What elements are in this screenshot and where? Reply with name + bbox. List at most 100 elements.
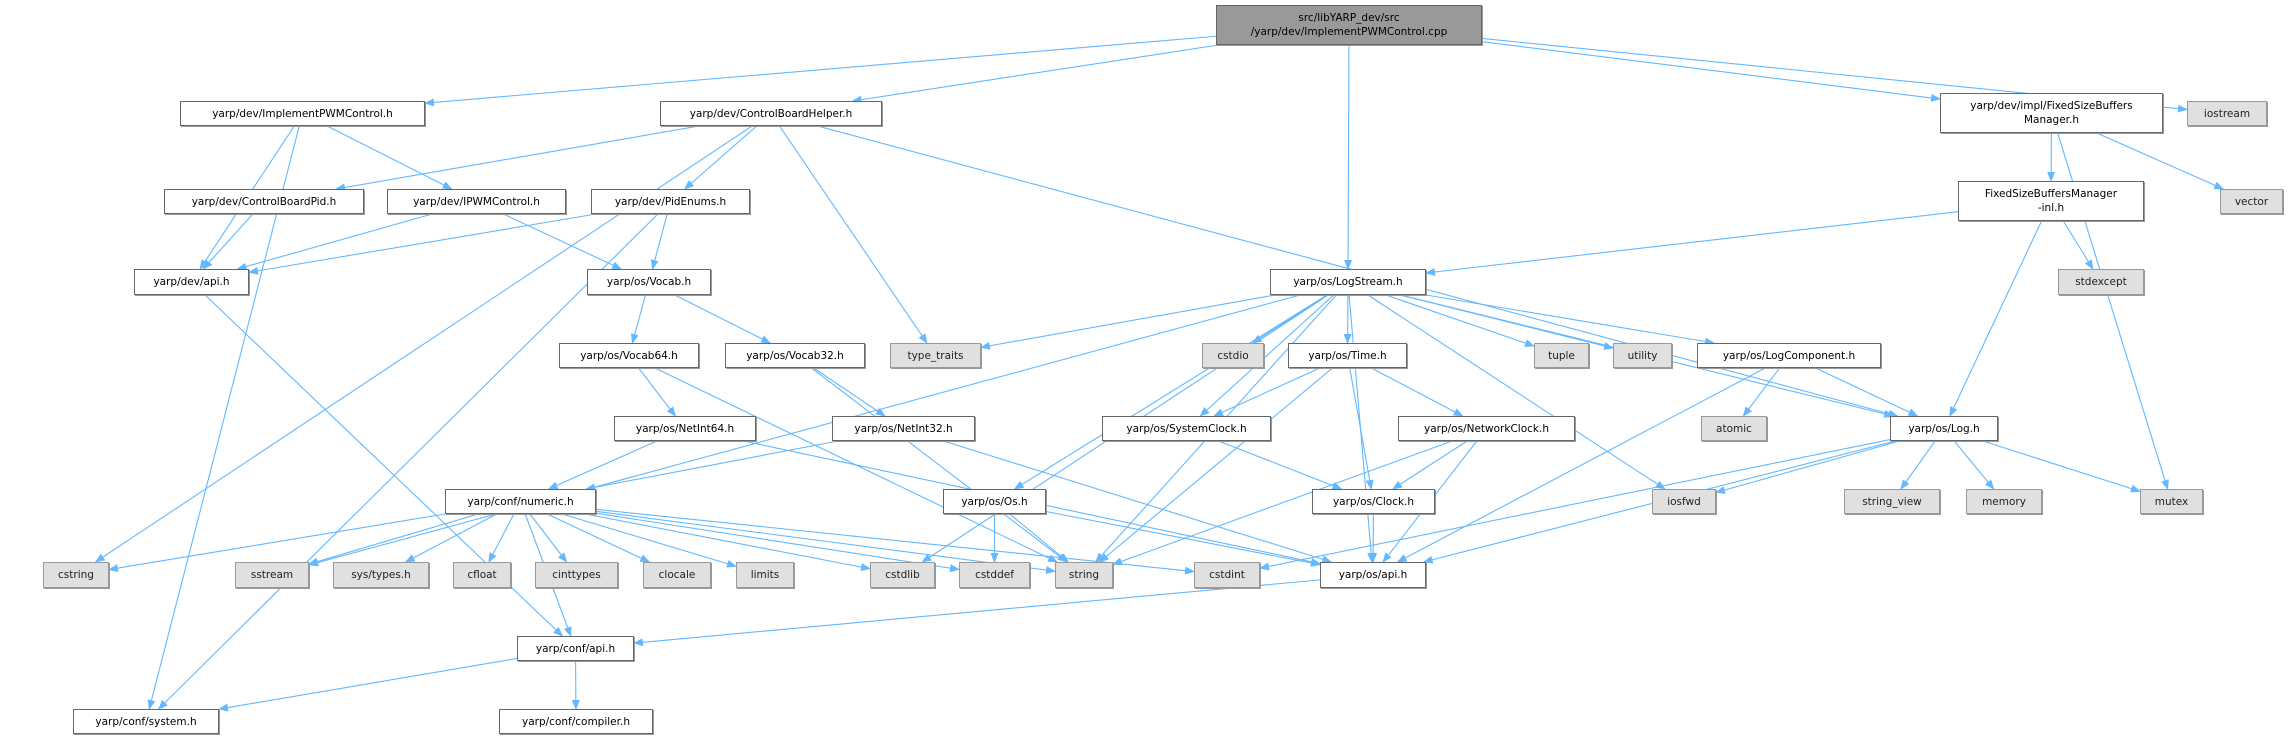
graph-node-clocale: clocale [643,562,711,588]
edge-netclock-to-clock [1392,440,1468,490]
edge-netint32-to-numeric [585,440,839,492]
graph-node-stdexcept: stdexcept [2058,269,2144,295]
edge-cbhelper-to-type_traits [779,125,928,344]
graph-node-string_view: string_view [1844,489,1940,514]
graph-node-sysclock[interactable]: yarp/os/SystemClock.h [1102,416,1271,441]
graph-node-fsbminl[interactable]: FixedSizeBuffersManager -inl.h [1958,181,2144,221]
edge-log-to-memory [1953,440,1995,490]
graph-node-log[interactable]: yarp/os/Log.h [1890,416,1998,441]
graph-node-clock[interactable]: yarp/os/Clock.h [1312,489,1435,514]
graph-node-cstdint: cstdint [1194,562,1260,588]
edge-fsbm-to-vector [2096,132,2225,190]
graph-node-cbpid[interactable]: yarp/dev/ControlBoardPid.h [164,189,364,214]
graph-node-os[interactable]: yarp/os/Os.h [943,489,1046,514]
graph-node-numeric[interactable]: yarp/conf/numeric.h [445,489,596,514]
edge-root-to-fsbm [1481,41,1941,102]
graph-node-implpwm[interactable]: yarp/dev/ImplementPWMControl.h [180,101,425,126]
edge-netint64-to-numeric [547,440,658,490]
graph-node-utility: utility [1613,343,1672,368]
graph-node-sstream: sstream [235,562,309,588]
graph-node-iostream: iostream [2187,101,2267,126]
edge-cbpid-to-devapi [202,213,254,270]
edge-ipwm-to-devapi [236,213,433,271]
edge-numeric-to-string [595,510,1056,575]
edge-numeric-to-cstring [108,513,446,573]
graph-node-fsbm[interactable]: yarp/dev/impl/FixedSizeBuffers Manager.h [1940,93,2163,133]
graph-node-vocab64[interactable]: yarp/os/Vocab64.h [559,343,699,368]
edge-log-to-iosfwd [1715,440,1900,494]
edge-ipwm-to-vocab [503,213,623,270]
graph-node-cstring: cstring [43,562,109,588]
graph-node-confapi[interactable]: yarp/conf/api.h [517,636,634,661]
graph-node-iosfwd: iosfwd [1652,489,1716,514]
graph-node-cinttypes: cinttypes [535,562,618,588]
graph-node-compiler[interactable]: yarp/conf/compiler.h [499,709,653,734]
edge-logcomp-to-atomic [1742,367,1781,417]
edge-netint32-to-osapi [943,440,1333,564]
edge-numeric-to-sstream [308,513,479,566]
graph-node-atomic: atomic [1701,416,1767,441]
edge-logcomp-to-log [1815,367,1919,417]
graph-node-osapi[interactable]: yarp/os/api.h [1320,562,1426,588]
edge-os-to-string [1009,513,1069,563]
edge-logstream-to-logcomp [1425,294,1715,346]
edge-numeric-to-cstdlib [585,513,871,571]
graph-node-vocab32[interactable]: yarp/os/Vocab32.h [725,343,865,368]
edge-implpwm-to-ipwm [326,125,453,190]
edge-root-to-implpwm [424,35,1217,107]
edge-vocab-to-vocab64 [630,294,646,344]
edge-sysclock-to-clock [1218,440,1343,490]
edge-time-to-sysclock [1213,367,1321,417]
edge-cbhelper-to-pidenums [684,125,758,190]
edge-cbhelper-to-cbpid [335,125,700,192]
edge-numeric-to-cfloat [488,513,515,563]
graph-node-logstream[interactable]: yarp/os/LogStream.h [1270,269,1426,295]
graph-node-cbhelper[interactable]: yarp/dev/ControlBoardHelper.h [660,101,882,126]
edge-pidenums-to-devapi [248,213,597,275]
graph-node-mutex: mutex [2140,489,2203,514]
edge-fsbminl-to-logstream [1425,211,1959,276]
edge-confapi-to-system [218,657,518,712]
edge-log-to-mutex [1982,440,2141,493]
edge-pidenums-to-system [157,213,659,710]
edge-numeric-to-cinttypes [529,513,568,563]
graph-node-netint64[interactable]: yarp/os/NetInt64.h [614,416,756,441]
edge-log-to-string_view [1900,440,1936,490]
edge-implpwm-to-system [147,125,300,710]
graph-node-type_traits: type_traits [890,343,981,368]
edge-vocab-to-vocab32 [674,294,772,344]
graph-node-netint32[interactable]: yarp/os/NetInt32.h [832,416,975,441]
edge-fsbminl-to-stdexcept [2062,220,2094,270]
graph-node-cfloat: cfloat [453,562,511,588]
edge-osapi-to-confapi [633,579,1321,647]
graph-node-cstdio: cstdio [1202,343,1264,368]
edge-vocab32-to-string [811,367,1068,563]
graph-node-cstdlib: cstdlib [870,562,935,588]
edge-logstream-to-sstream [308,294,1301,567]
graph-node-logcomp[interactable]: yarp/os/LogComponent.h [1697,343,1881,368]
graph-node-pidenums[interactable]: yarp/dev/PidEnums.h [591,189,750,214]
edge-numeric-to-cstdint [595,508,1195,575]
graph-node-tuple: tuple [1534,343,1589,368]
edge-time-to-clock [1349,367,1374,490]
graph-node-devapi[interactable]: yarp/dev/api.h [134,269,249,295]
edge-logstream-to-sysclock [1199,294,1335,417]
graph-node-system[interactable]: yarp/conf/system.h [73,709,219,734]
graph-node-ipwm[interactable]: yarp/dev/IPWMControl.h [387,189,566,214]
edge-logstream-to-iosfwd [1367,294,1666,490]
edge-netclock-to-string [1112,440,1453,566]
graph-node-netclock[interactable]: yarp/os/NetworkClock.h [1398,416,1575,441]
edge-time-to-string [1098,367,1333,563]
graph-node-vocab[interactable]: yarp/os/Vocab.h [587,269,711,295]
graph-node-vector: vector [2220,189,2283,214]
edge-os-to-osapi [1045,510,1321,567]
edge-logstream-to-tuple [1385,294,1535,347]
graph-node-memory: memory [1966,489,2042,514]
graph-node-limits: limits [736,562,794,588]
edge-vocab32-to-netint32 [813,367,886,417]
graph-node-time[interactable]: yarp/os/Time.h [1288,343,1407,368]
edge-numeric-to-clocale [546,513,651,563]
edge-logstream-to-os [1013,294,1328,490]
graph-node-root[interactable]: src/libYARP_dev/src /yarp/dev/ImplementP… [1216,5,1482,45]
